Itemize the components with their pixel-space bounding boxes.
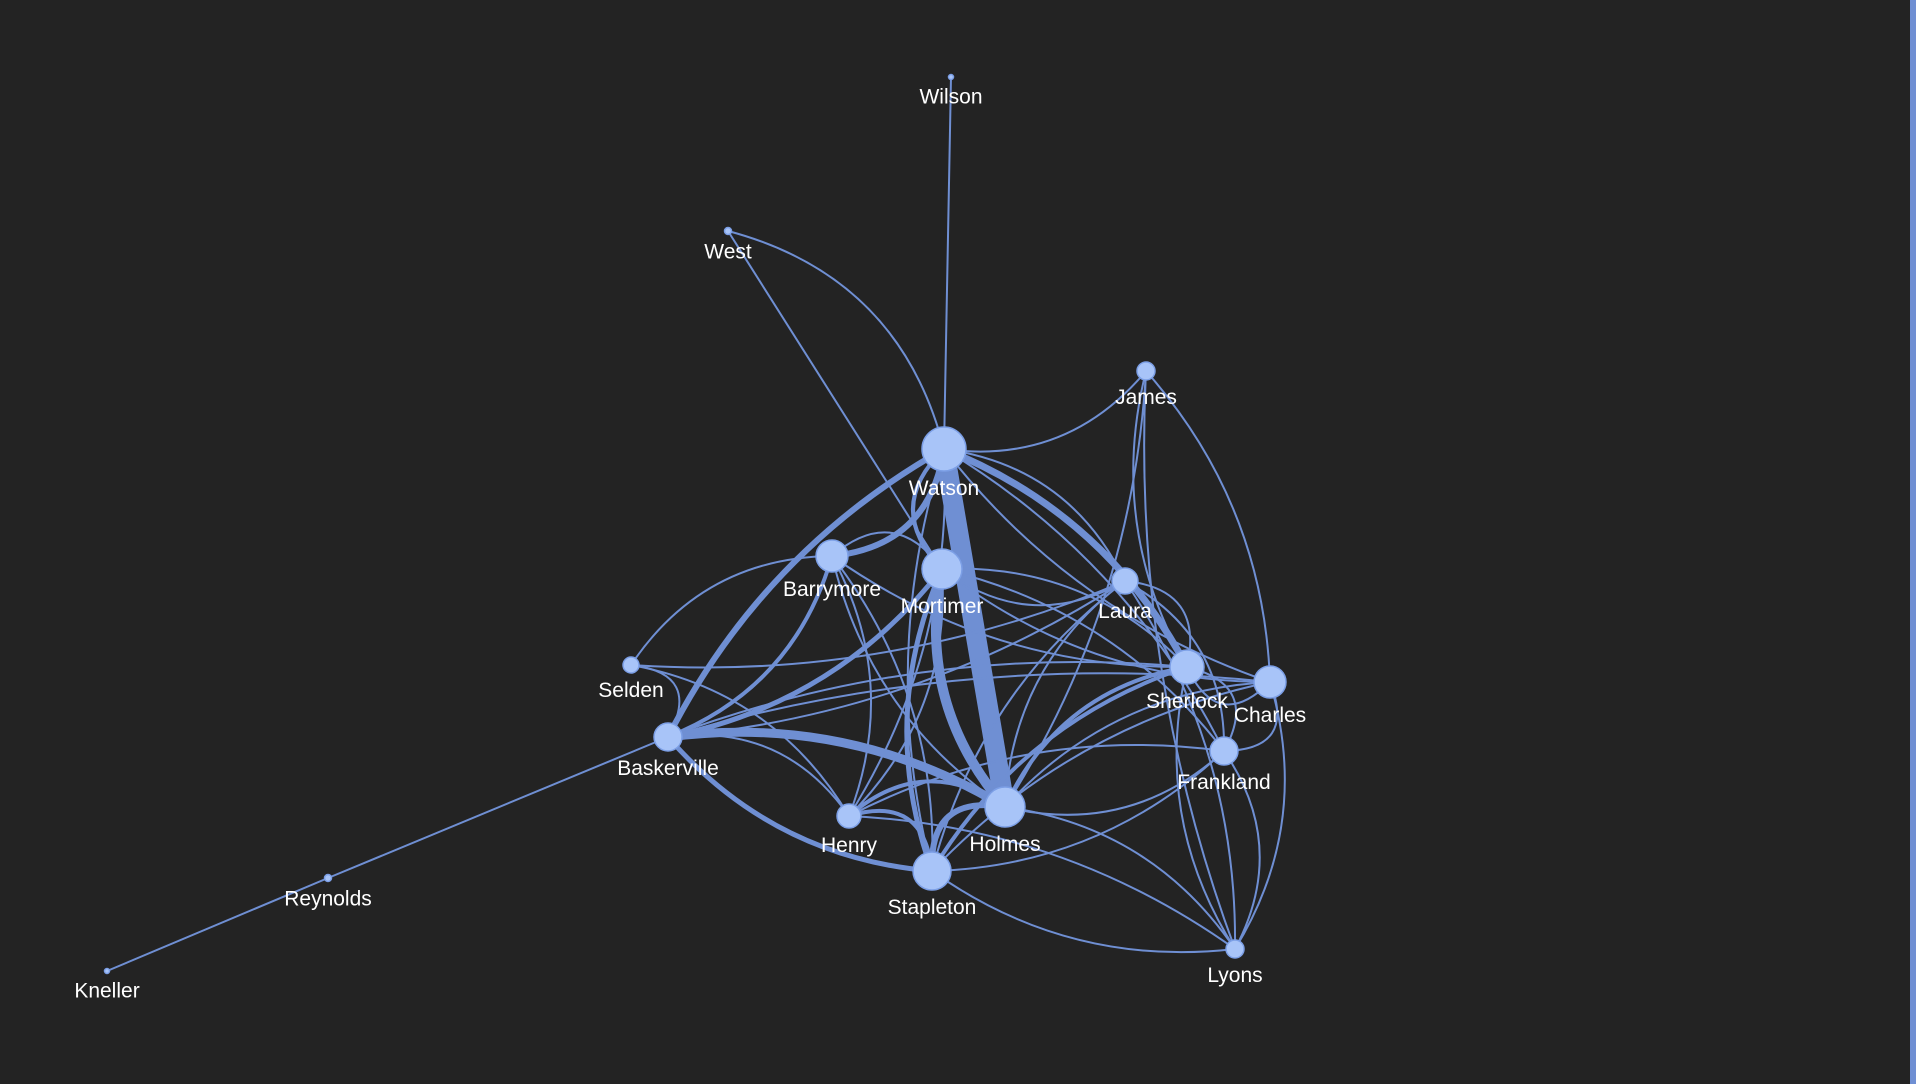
edge-baskerville-laura[interactable] bbox=[667, 580, 1126, 738]
edge-james-lyons[interactable] bbox=[1143, 370, 1236, 950]
edge-barrymore-henry[interactable] bbox=[831, 555, 873, 817]
node-henry[interactable] bbox=[836, 803, 862, 829]
edge-charles-james[interactable] bbox=[1145, 370, 1271, 683]
edge-stapleton-sherlock[interactable] bbox=[930, 665, 1189, 873]
edge-barrymore-stapleton[interactable] bbox=[831, 555, 934, 872]
node-label-watson: Watson bbox=[909, 477, 979, 500]
edge-stapleton-frankland[interactable] bbox=[931, 750, 1225, 872]
node-label-holmes: Holmes bbox=[969, 833, 1040, 856]
node-label-henry: Henry bbox=[821, 834, 878, 857]
edge-frankland-laura[interactable] bbox=[1124, 580, 1226, 752]
edge-watson-stapleton[interactable] bbox=[906, 448, 945, 872]
nodes-layer bbox=[103, 73, 1287, 975]
node-frankland[interactable] bbox=[1209, 736, 1239, 766]
node-james[interactable] bbox=[1136, 361, 1156, 381]
edge-watson-sherlock[interactable] bbox=[940, 445, 1191, 671]
node-label-frankland: Frankland bbox=[1177, 771, 1270, 794]
edge-barrymore-holmes[interactable] bbox=[831, 555, 1006, 808]
edge-west-mortimer[interactable] bbox=[727, 230, 943, 570]
node-label-baskerville: Baskerville bbox=[617, 757, 719, 780]
edge-watson-henry[interactable] bbox=[848, 448, 946, 817]
edge-sherlock-lyons[interactable] bbox=[1175, 666, 1236, 950]
edge-barrymore-selden[interactable] bbox=[630, 555, 833, 666]
node-holmes[interactable] bbox=[984, 786, 1026, 828]
edge-laura-lyons[interactable] bbox=[1124, 580, 1237, 950]
edge-watson-laura[interactable] bbox=[943, 448, 1126, 582]
node-label-laura: Laura bbox=[1098, 600, 1152, 623]
node-label-wilson: Wilson bbox=[919, 86, 982, 109]
node-reynolds[interactable] bbox=[323, 873, 333, 883]
node-label-mortimer: Mortimer bbox=[901, 595, 984, 618]
node-label-sherlock: Sherlock bbox=[1146, 690, 1228, 713]
edge-selden-henry[interactable] bbox=[630, 664, 850, 817]
edge-barrymore-sherlock[interactable] bbox=[831, 555, 1188, 669]
node-label-reynolds: Reynolds bbox=[284, 888, 372, 911]
edge-baskerville-sherlock[interactable] bbox=[667, 660, 1188, 738]
edge-frankland-henry[interactable] bbox=[848, 744, 1225, 817]
node-label-james: James bbox=[1115, 386, 1177, 409]
edge-west-watson[interactable] bbox=[727, 230, 945, 450]
edge-baskerville-stapleton[interactable] bbox=[665, 734, 935, 874]
edge-watson-baskerville[interactable] bbox=[665, 446, 947, 740]
node-kneller[interactable] bbox=[103, 967, 111, 975]
node-watson[interactable] bbox=[921, 426, 967, 472]
node-lyons[interactable] bbox=[1225, 939, 1245, 959]
edge-holmes-sherlock[interactable] bbox=[1003, 665, 1189, 809]
edges-layer bbox=[106, 76, 1286, 972]
edge-stapleton-lyons[interactable] bbox=[931, 870, 1236, 954]
node-mortimer[interactable] bbox=[921, 548, 963, 590]
edge-reynolds-kneller[interactable] bbox=[106, 877, 329, 972]
edge-mortimer-henry[interactable] bbox=[848, 568, 944, 817]
edge-watson-charles[interactable] bbox=[943, 448, 1271, 683]
node-label-west: West bbox=[704, 241, 752, 264]
node-label-kneller: Kneller bbox=[74, 980, 139, 1003]
panel-edge-scrollbar[interactable] bbox=[1910, 0, 1916, 1084]
edge-mortimer-holmes[interactable] bbox=[930, 564, 1010, 812]
edge-henry-lyons[interactable] bbox=[848, 815, 1236, 950]
edge-holmes-charles[interactable] bbox=[1004, 681, 1271, 808]
edge-frankland-lyons[interactable] bbox=[1223, 750, 1261, 950]
node-label-selden: Selden bbox=[598, 679, 663, 702]
edge-reynolds-baskerville[interactable] bbox=[327, 736, 669, 879]
edge-holmes-lyons[interactable] bbox=[1004, 806, 1236, 950]
node-charles[interactable] bbox=[1253, 665, 1287, 699]
node-label-charles: Charles bbox=[1234, 704, 1306, 727]
node-baskerville[interactable] bbox=[653, 722, 683, 752]
node-label-lyons: Lyons bbox=[1207, 964, 1262, 987]
edge-watson-james[interactable] bbox=[943, 370, 1147, 453]
edge-barrymore-baskerville[interactable] bbox=[666, 554, 834, 739]
edge-selden-laura[interactable] bbox=[630, 580, 1126, 669]
edge-mortimer-baskerville[interactable] bbox=[665, 566, 945, 740]
node-stapleton[interactable] bbox=[912, 851, 952, 891]
node-barrymore[interactable] bbox=[815, 539, 849, 573]
node-selden[interactable] bbox=[622, 656, 640, 674]
node-laura[interactable] bbox=[1111, 567, 1139, 595]
node-west[interactable] bbox=[723, 226, 733, 236]
edge-watson-frankland[interactable] bbox=[943, 448, 1225, 752]
edge-charles-lyons[interactable] bbox=[1234, 681, 1286, 950]
edge-wilson-watson[interactable] bbox=[943, 76, 952, 450]
edge-stapleton-laura[interactable] bbox=[931, 580, 1126, 872]
edge-mortimer-charles[interactable] bbox=[941, 568, 1271, 684]
edge-mortimer-laura[interactable] bbox=[941, 568, 1126, 607]
edge-sherlock-james[interactable] bbox=[1132, 370, 1188, 668]
node-wilson[interactable] bbox=[947, 73, 955, 81]
edge-watson-holmes[interactable] bbox=[934, 439, 1015, 817]
node-label-stapleton: Stapleton bbox=[888, 896, 977, 919]
node-label-barrymore: Barrymore bbox=[783, 578, 881, 601]
node-sherlock[interactable] bbox=[1169, 649, 1205, 685]
